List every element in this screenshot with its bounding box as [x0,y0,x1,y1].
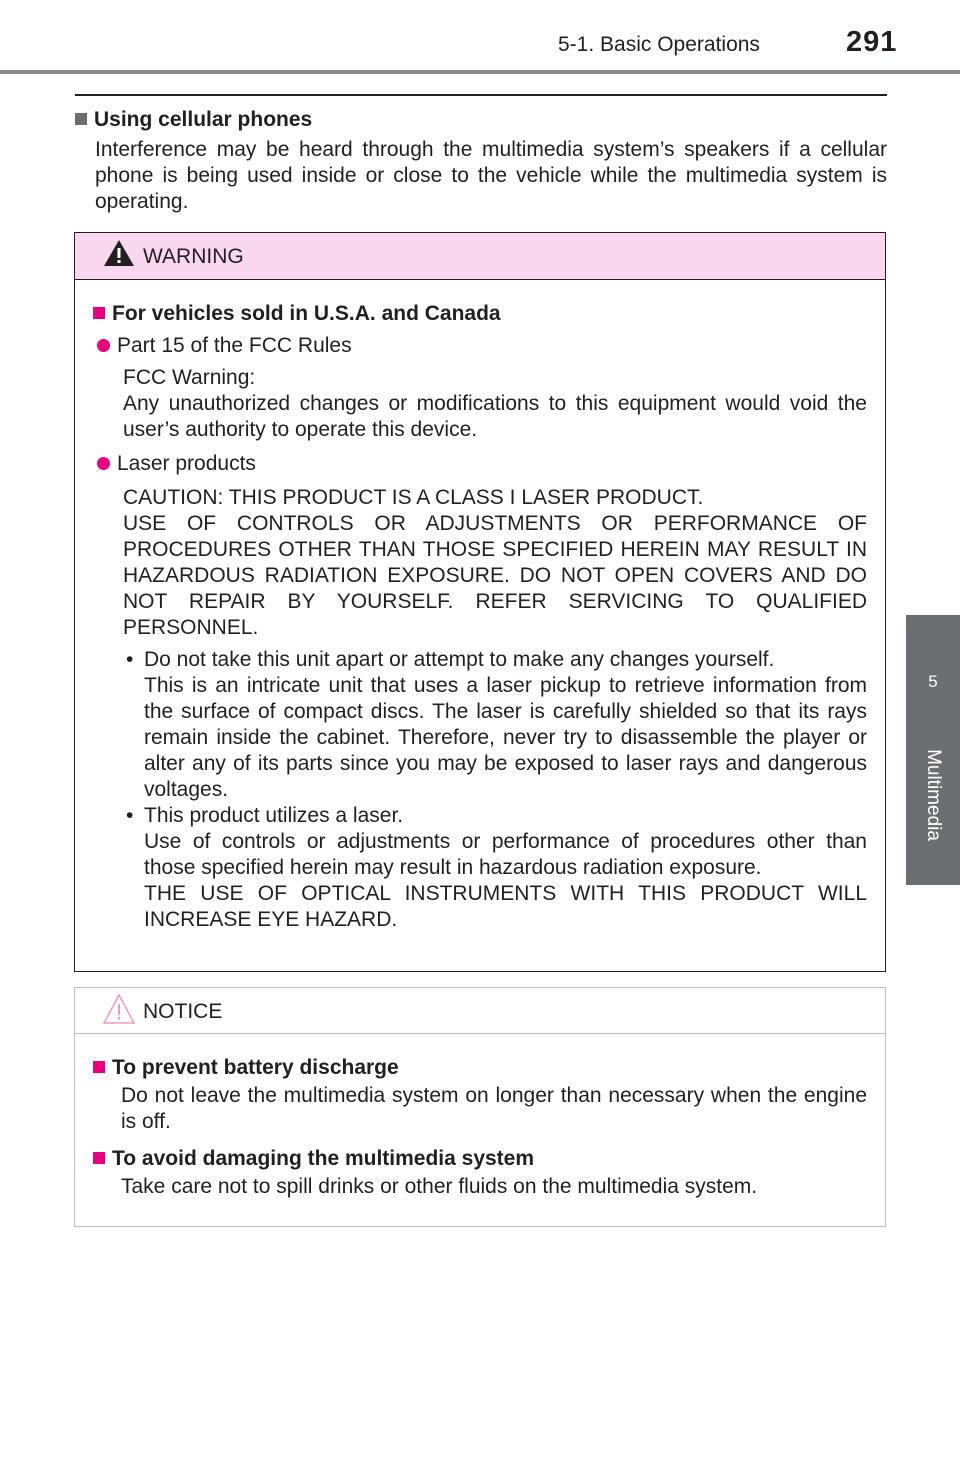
fcc-item-title-text: Part 15 of the FCC Rules [117,334,352,357]
header-divider [0,70,960,74]
bullet-text: THE USE OF OPTICAL INSTRUMENTS WITH THIS… [144,882,867,931]
laser-bullet-list: Do not take this unit apart or attempt t… [123,647,867,933]
warning-header: WARNING [75,233,885,280]
circle-bullet-icon [97,457,110,470]
square-bullet-icon [75,113,87,125]
notice-heading-battery: To prevent battery discharge [93,1052,867,1083]
laser-caution-text: USE OF CONTROLS OR ADJUSTMENTS OR PERFOR… [123,512,867,639]
warning-box: WARNING For vehicles sold in U.S.A. and … [74,232,886,972]
notice-box: NOTICE To prevent battery discharge Do n… [74,987,886,1227]
bullet-text: Use of controls or adjustments or perfor… [144,830,867,879]
page-number: 291 [846,26,898,58]
notice-body: To prevent battery discharge Do not leav… [75,1034,885,1200]
laser-item-title-text: Laser products [117,452,256,475]
list-item: This product utilizes a laser. Use of co… [123,803,867,933]
laser-item-title: Laser products [97,449,867,479]
square-bullet-icon [93,1061,105,1073]
notice-damage-text: Take care not to spill drinks or other f… [121,1175,758,1198]
bullet-text: This is an intricate unit that uses a la… [144,674,867,801]
warning-body: For vehicles sold in U.S.A. and Canada P… [75,280,885,933]
warning-title: WARNING [143,245,244,268]
laser-caution-line: CAUTION: THIS PRODUCT IS A CLASS I LASER… [123,486,704,509]
section-heading-text: Using cellular phones [94,108,313,131]
fcc-warning-text: Any unauthorized changes or modification… [123,392,867,441]
list-item: Do not take this unit apart or attempt t… [123,647,867,803]
notice-battery-text: Do not leave the multimedia system on lo… [121,1084,867,1133]
cellular-phones-section: Using cellular phones Interference may b… [75,104,887,215]
notice-title: NOTICE [143,1000,223,1023]
fcc-warning-label: FCC Warning: [123,366,256,389]
notice-header: NOTICE [75,988,885,1034]
fcc-item-title: Part 15 of the FCC Rules [97,331,867,361]
chapter-label: Multimedia [923,749,944,841]
notice-triangle-icon [102,993,136,1024]
header-section-title: 5-1. Basic Operations [558,33,760,56]
notice-heading-text: To prevent battery discharge [112,1056,399,1079]
chapter-side-tab[interactable]: 5 Multimedia [906,615,960,885]
warning-triangle-icon [104,240,134,266]
notice-heading-damage: To avoid damaging the multimedia system [93,1143,867,1174]
bullet-first-line: Do not take this unit apart or attempt t… [144,648,775,671]
square-bullet-icon [93,1152,105,1164]
warning-heading: For vehicles sold in U.S.A. and Canada [93,298,867,329]
notice-heading-text: To avoid damaging the multimedia system [112,1147,535,1170]
section-body: Interference may be heard through the mu… [95,138,887,213]
bullet-first-line: This product utilizes a laser. [144,804,404,827]
chapter-number: 5 [928,672,938,691]
warning-heading-text: For vehicles sold in U.S.A. and Canada [112,302,501,325]
content-top-divider [75,94,887,96]
circle-bullet-icon [97,339,110,352]
section-heading: Using cellular phones [75,104,887,135]
square-bullet-icon [93,307,105,319]
